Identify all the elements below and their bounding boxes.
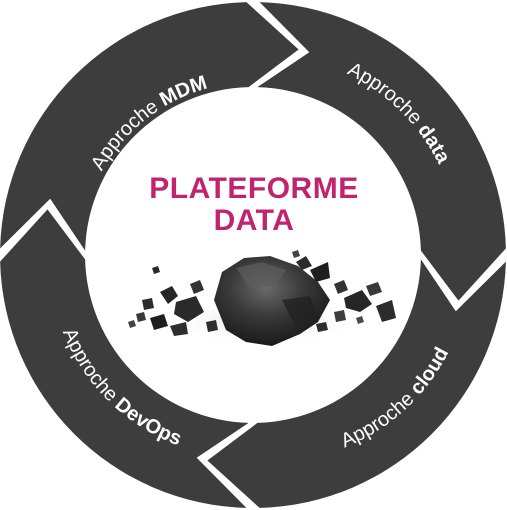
ring-segment-mdm [0,2,299,251]
ring-segment-devops [0,209,249,508]
ring-segment-data [257,2,506,301]
ring-segment-cloud [207,259,506,508]
center-title-line2: DATA [213,204,295,237]
center-title-line1: PLATEFORME [149,172,359,205]
coal-rock-illustration [128,250,396,346]
